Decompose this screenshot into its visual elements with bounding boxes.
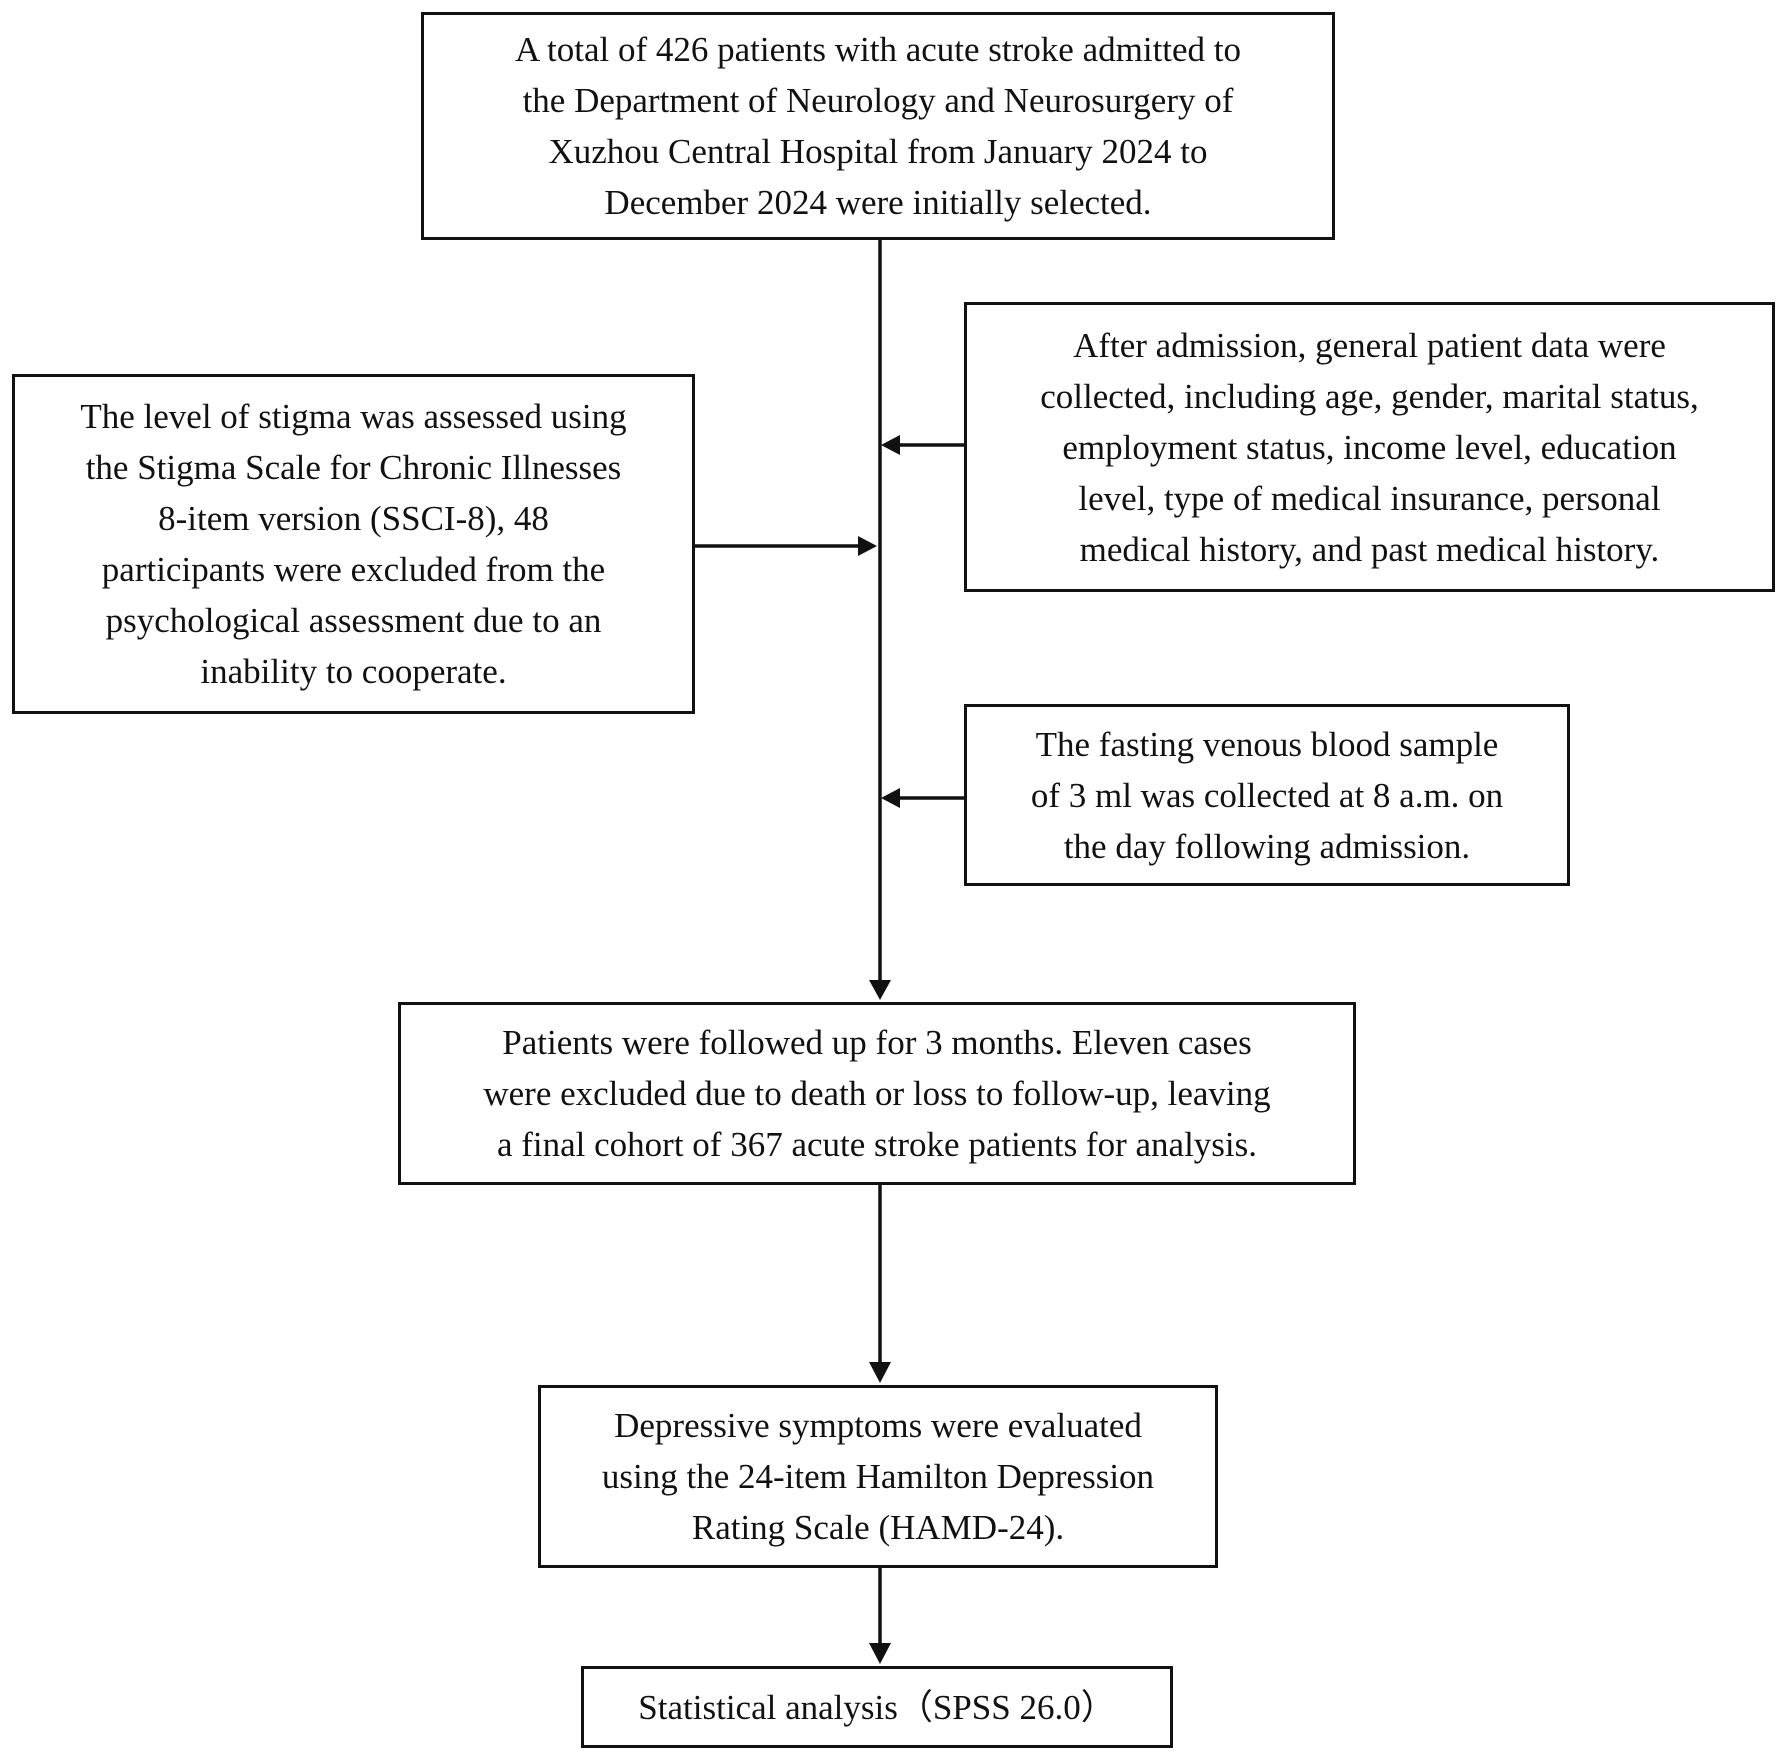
- box-depression-evaluation-text: Depressive symptoms were evaluated using…: [601, 1406, 1155, 1547]
- box-general-data-text: After admission, general patient data we…: [1040, 325, 1699, 569]
- box-depression-evaluation: Depressive symptoms were evaluated using…: [538, 1385, 1218, 1568]
- arrowhead-general-data: [881, 435, 900, 455]
- box-statistical-analysis-text: Statistical analysis（SPSS 26.0）: [638, 1687, 1116, 1727]
- box-blood-sample: The fasting venous blood sample of 3 ml …: [964, 704, 1570, 886]
- arrowhead-depression: [869, 1362, 891, 1383]
- box-general-data: After admission, general patient data we…: [964, 302, 1775, 592]
- arrowhead-blood: [881, 788, 900, 808]
- arrowhead-statistics: [869, 1643, 891, 1664]
- box-follow-up: Patients were followed up for 3 months. …: [398, 1002, 1356, 1185]
- box-initial-selection-text: A total of 426 patients with acute strok…: [514, 30, 1242, 222]
- box-stigma-assessment-text: The level of stigma was assessed using t…: [80, 397, 627, 691]
- box-statistical-analysis: Statistical analysis（SPSS 26.0）: [581, 1666, 1173, 1748]
- box-stigma-assessment: The level of stigma was assessed using t…: [12, 374, 695, 714]
- box-follow-up-text: Patients were followed up for 3 months. …: [483, 1023, 1271, 1164]
- arrowhead-stigma: [858, 536, 877, 556]
- box-initial-selection: A total of 426 patients with acute strok…: [421, 12, 1335, 240]
- box-blood-sample-text: The fasting venous blood sample of 3 ml …: [1030, 724, 1504, 866]
- arrowhead-followup: [869, 980, 891, 1000]
